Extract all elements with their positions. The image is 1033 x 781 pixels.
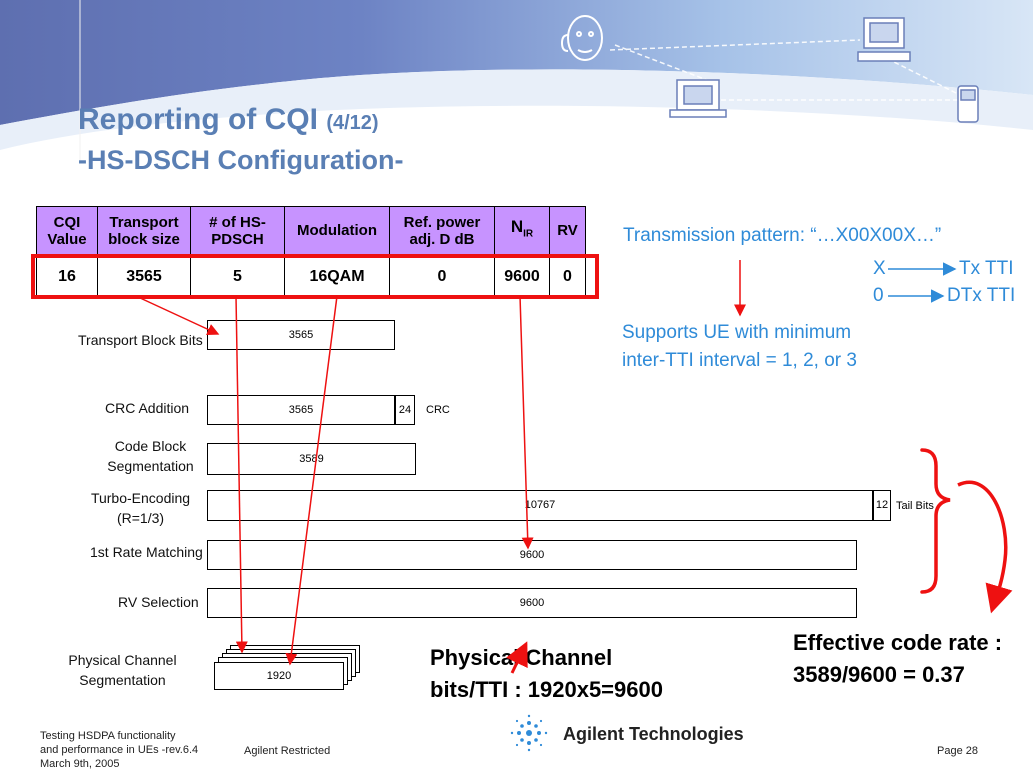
red-curved-arrow bbox=[957, 480, 1013, 614]
effective-code-rate-note: Effective code rate :3589/9600 = 0.37 bbox=[793, 630, 1003, 687]
zero-meaning: DTx TTI bbox=[947, 285, 1016, 306]
supports-line1: Supports UE with minimum bbox=[622, 322, 852, 343]
cell-rv: 0 bbox=[549, 254, 586, 299]
col-rv: RV bbox=[549, 206, 586, 255]
transmission-pattern: Transmission pattern: “…X00X00X…” bbox=[623, 225, 942, 246]
x-meaning: Tx TTI bbox=[959, 258, 1014, 279]
box-tail-bits: 12 bbox=[873, 490, 891, 521]
box-transport-block: 3565 bbox=[207, 320, 395, 350]
red-arrow-codes bbox=[235, 295, 248, 654]
step-rate-matching: 1st Rate Matching bbox=[90, 544, 203, 560]
cell-ref-power: 0 bbox=[389, 254, 495, 299]
page-title: Reporting of CQI (4/12) bbox=[78, 103, 379, 136]
red-arrow-modulation bbox=[285, 295, 338, 666]
step-transport-block-bits: Transport Block Bits bbox=[78, 332, 203, 348]
table-row: 16 3565 5 16QAM 0 9600 0 bbox=[36, 254, 586, 299]
header-banner bbox=[0, 0, 1033, 160]
tail-bits-label: Tail Bits bbox=[896, 500, 934, 512]
phys-channel-box: 1920 bbox=[214, 662, 344, 690]
box-crc-bits: 24 bbox=[395, 395, 415, 425]
footer-restricted: Agilent Restricted bbox=[244, 745, 331, 757]
cell-nir: 9600 bbox=[494, 254, 550, 299]
highlight-box bbox=[31, 254, 599, 299]
red-arrow-nir bbox=[519, 295, 534, 550]
red-brace bbox=[920, 448, 951, 594]
box-code-block: 3589 bbox=[207, 443, 416, 475]
zero-symbol: 0 bbox=[873, 285, 884, 306]
box-turbo-encoded: 10767 bbox=[207, 490, 873, 521]
col-num-hs-pdsch: # of HS-PDSCH bbox=[190, 206, 285, 255]
cell-cqi: 16 bbox=[36, 254, 98, 299]
step-rv-selection: RV Selection bbox=[118, 594, 199, 610]
step-crc-addition: CRC Addition bbox=[105, 400, 190, 416]
footer-page-number: Page 28 bbox=[937, 745, 978, 757]
person-headset-icon bbox=[560, 15, 603, 61]
crc-label: CRC bbox=[426, 404, 450, 416]
col-nir: NIR bbox=[494, 206, 550, 255]
laptop-icon bbox=[669, 79, 727, 118]
footer-brand: Agilent Technologies bbox=[563, 724, 744, 744]
page-subtitle: -HS-DSCH Configuration- bbox=[78, 145, 404, 175]
supports-line2: inter-TTI interval = 1, 2, or 3 bbox=[622, 350, 857, 371]
step-turbo-encoding: Turbo-Encoding(R=1/3) bbox=[90, 490, 191, 526]
desktop-computer-icon bbox=[857, 17, 911, 62]
red-arrow-phys-note bbox=[506, 641, 528, 674]
red-arrow-tbs bbox=[137, 296, 220, 336]
box-rv-selection: 9600 bbox=[207, 588, 857, 618]
x-symbol: X bbox=[873, 258, 886, 279]
col-modulation: Modulation bbox=[284, 206, 390, 255]
mobile-phone-icon bbox=[957, 85, 979, 123]
